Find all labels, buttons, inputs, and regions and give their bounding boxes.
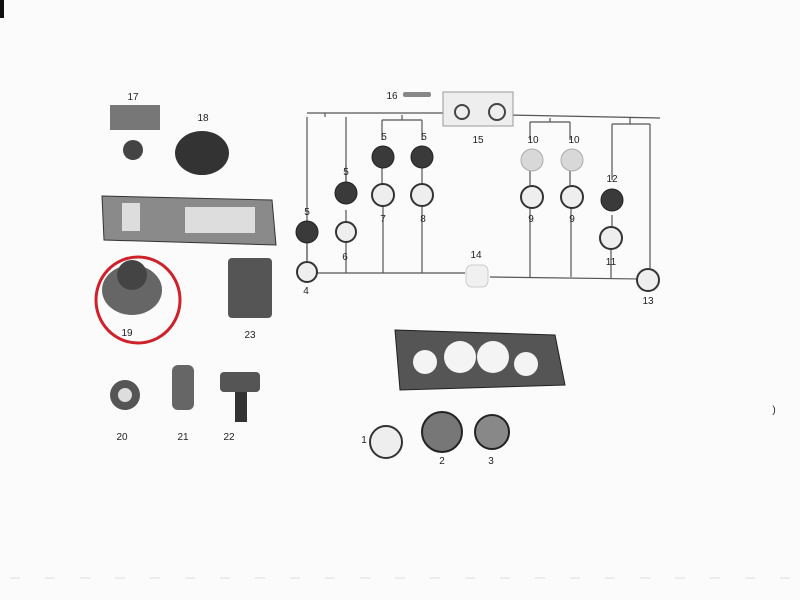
gauge-2: [421, 411, 463, 453]
lamp-11: [599, 226, 623, 250]
label-5: 5: [343, 167, 349, 178]
part-23: [228, 258, 272, 318]
part-22: [220, 372, 260, 392]
label-1: 1: [361, 435, 367, 446]
label-11: 11: [606, 257, 617, 268]
label-14: 14: [470, 250, 482, 261]
lamp-10a: [520, 148, 544, 172]
lamp-8: [410, 183, 434, 207]
label-12: 12: [606, 174, 618, 185]
dash-panel: [369, 329, 566, 459]
label-21: 21: [177, 432, 189, 443]
part-labels: 17 18 16 15 5 5 10 10 5 12 7 8 9 9 5 6 1…: [116, 91, 654, 467]
lamp-12: [600, 188, 624, 212]
label-10: 10: [527, 135, 539, 146]
switch-15: [442, 91, 514, 127]
lamp-6: [335, 221, 357, 243]
lamp-10b: [560, 148, 584, 172]
wiring: [306, 112, 661, 280]
part-21: [172, 365, 194, 410]
lamp-5d: [410, 145, 434, 169]
lamp-9b: [560, 185, 584, 209]
lamp-7: [371, 183, 395, 207]
label-3: 3: [488, 456, 494, 467]
label-9: 9: [528, 214, 534, 225]
label-16: 16: [386, 91, 398, 102]
label-22: 22: [223, 432, 235, 443]
label-19: 19: [121, 328, 133, 339]
lamp-5a: [295, 220, 319, 244]
lamp-5c: [371, 145, 395, 169]
svg-text:): ): [772, 405, 775, 416]
label-7: 7: [380, 214, 386, 225]
lamp-5b: [334, 181, 358, 205]
label-5: 5: [421, 132, 427, 143]
label-4: 4: [303, 286, 309, 297]
highlight-circle-19: [94, 255, 182, 345]
label-13: 13: [642, 296, 654, 307]
label-17: 17: [127, 92, 139, 103]
lamp-9a: [520, 185, 544, 209]
part-16: [403, 92, 431, 97]
label-5: 5: [304, 207, 310, 218]
gauge-3: [474, 414, 510, 450]
scan-mark: [0, 0, 4, 18]
label-9: 9: [569, 214, 575, 225]
label-23: 23: [244, 330, 256, 341]
lamp-4: [296, 261, 318, 283]
bulb-14: [465, 264, 489, 288]
label-10: 10: [568, 135, 580, 146]
label-5: 5: [381, 132, 387, 143]
label-20: 20: [116, 432, 128, 443]
label-6: 6: [342, 252, 348, 263]
label-8: 8: [420, 214, 426, 225]
relay-17: [110, 105, 160, 130]
label-18: 18: [197, 113, 209, 124]
gauge-1: [369, 425, 403, 459]
part-18: [175, 131, 229, 175]
label-2: 2: [439, 456, 445, 467]
label-15: 15: [472, 135, 484, 146]
lamp-13: [636, 268, 660, 292]
left-parts: [94, 105, 277, 422]
indicator-lamps: [295, 91, 660, 292]
